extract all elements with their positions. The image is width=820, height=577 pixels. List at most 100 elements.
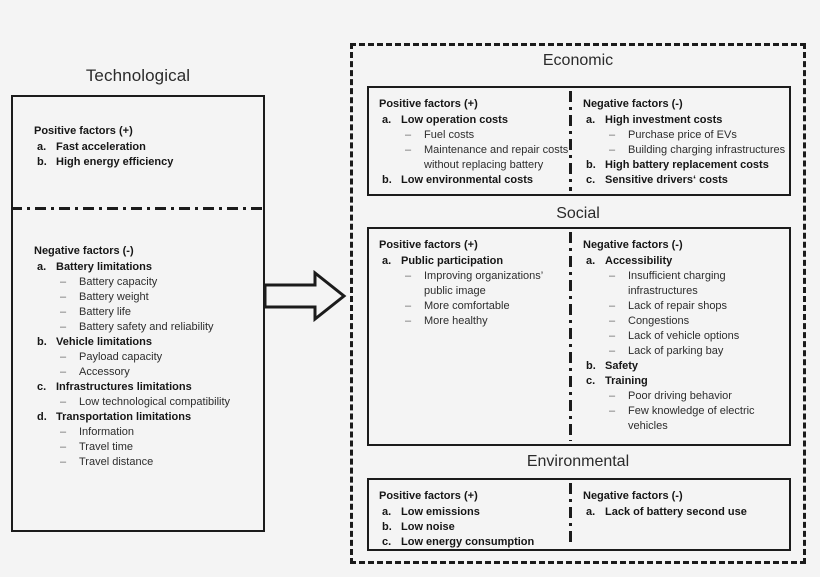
sub-factor-item: –Battery capacity [56,275,260,290]
dash-bullet-icon: – [60,396,67,408]
dash-bullet-icon: – [609,330,616,342]
dash-bullet-icon: – [60,426,67,438]
dash-bullet-icon: – [60,456,67,468]
factor-item: a.Public participation–Improving organiz… [379,254,569,329]
dash-bullet-icon: – [60,306,67,318]
external-factors-container [350,43,806,564]
sub-factor-item: –Lack of vehicle options [605,329,787,344]
dash-bullet-icon: – [405,144,412,156]
technological-negative-group: Negative factors (-) a.Battery limitatio… [34,244,260,470]
dash-bullet-icon: – [60,291,67,303]
sub-factor-item: –Poor driving behavior [605,389,787,404]
factor-marker: a. [37,261,47,273]
dash-bullet-icon: – [609,390,616,402]
factor-item: b. Low environmental costs [379,173,569,188]
factor-list: a.Battery limitations–Battery capacity–B… [34,260,260,470]
sub-factor-label: Travel distance [79,456,154,468]
sub-factor-label: Insufficient charging infrastructures [628,270,726,297]
sub-factor-item: –Building charging infrastructures [605,143,787,158]
group-heading: Negative factors (-) [34,245,134,257]
factor-label: Low environmental costs [401,174,534,186]
sub-factor-list: –Payload capacity–Accessory [56,350,260,380]
dash-bullet-icon: – [609,345,616,357]
factor-item: b.Low noise [379,520,569,535]
factor-marker: b. [37,336,47,348]
dash-bullet-icon: – [60,351,67,363]
factor-label: High energy efficiency [56,156,174,168]
environmental-negative-group: Negative factors (-) a.Lack of battery s… [583,489,787,520]
environmental-divider [569,483,572,546]
technological-divider [11,207,265,210]
sub-factor-label: Purchase price of EVs [628,129,737,141]
factor-label: Low noise [401,521,455,533]
dash-bullet-icon: – [609,405,616,417]
factor-item: a.Fast acceleration [34,140,256,155]
factor-label: Low emissions [401,506,480,518]
factor-item: b. High battery replacement costs [583,158,787,173]
factor-label: High investment costs [605,114,723,126]
sub-factor-list: –Fuel costs–Maintenance and repair costs… [401,128,569,173]
factor-marker: c. [382,536,392,548]
sub-factor-label: Building charging infrastructures [628,144,786,156]
sub-factor-label: Travel time [79,441,133,453]
economic-divider [569,91,572,191]
sub-factor-item: –Low technological compatibility [56,395,260,410]
sub-factor-list: –Information–Travel time–Travel distance [56,425,260,470]
sub-factor-item: –Insufficient charging infrastructures [605,269,787,299]
dash-bullet-icon: – [609,129,616,141]
flow-arrow-right-icon [263,269,347,323]
sub-factor-item: –Purchase price of EVs [605,128,787,143]
factor-item: c. Low energy consumption [379,535,569,550]
factor-label: Low energy consumption [401,536,535,548]
sub-factor-item: –Improving organizations’ public image [401,269,569,299]
sub-factor-label: Battery safety and reliability [79,321,214,333]
sub-factor-label: Maintenance and repair costs without rep… [424,144,569,171]
factor-marker: d. [37,411,47,423]
economic-positive-group: Positive factors (+) a.Low operation cos… [379,97,569,188]
factor-marker: a. [37,141,47,153]
factor-item: d.Transportation limitations–Information… [34,410,260,470]
factor-marker: b. [382,174,392,186]
dash-bullet-icon: – [609,144,616,156]
sub-factor-item: –Travel distance [56,455,260,470]
social-divider [569,232,572,441]
sub-factor-label: More healthy [424,315,488,327]
sub-factor-label: Lack of parking bay [628,345,724,357]
sub-factor-list: –Battery capacity–Battery weight–Battery… [56,275,260,335]
factor-item: b.Vehicle limitations–Payload capacity–A… [34,335,260,380]
technological-positive-group: Positive factors (+) a.Fast acceleration… [34,124,256,170]
sub-factor-label: Fuel costs [424,129,475,141]
sub-factor-label: More comfortable [424,300,510,312]
dash-bullet-icon: – [60,276,67,288]
group-heading: Positive factors (+) [379,490,478,502]
sub-factor-label: Lack of repair shops [628,300,728,312]
sub-factor-label: Improving organizations’ public image [424,270,543,297]
factor-item: a.Low operation costs–Fuel costs–Mainten… [379,113,569,173]
group-heading: Positive factors (+) [379,239,478,251]
factor-marker: b. [586,159,596,171]
dash-bullet-icon: – [609,270,616,282]
factor-item: a.Battery limitations–Battery capacity–B… [34,260,260,335]
social-box: Positive factors (+) a.Public participat… [367,227,791,446]
factor-label: High battery replacement costs [605,159,769,171]
dash-bullet-icon: – [60,366,67,378]
factor-label: Public participation [401,255,504,267]
factor-label: Accessibility [605,255,673,267]
sub-factor-list: –Improving organizations’ public image–M… [401,269,569,329]
sub-factor-label: Low technological compatibility [79,396,231,408]
dash-bullet-icon: – [405,300,412,312]
dash-bullet-icon: – [60,321,67,333]
group-heading: Negative factors (-) [583,490,683,502]
sub-factor-label: Accessory [79,366,130,378]
sub-factor-label: Battery capacity [79,276,158,288]
factor-label: Sensitive drivers‘ costs [605,174,728,186]
sub-factor-list: –Low technological compatibility [56,395,260,410]
factor-item: b.High energy efficiency [34,155,256,170]
factor-item: c.Sensitive drivers‘ costs [583,173,787,188]
factor-marker: c. [37,381,47,393]
social-positive-group: Positive factors (+) a.Public participat… [379,238,569,329]
group-heading: Positive factors (+) [34,125,133,137]
